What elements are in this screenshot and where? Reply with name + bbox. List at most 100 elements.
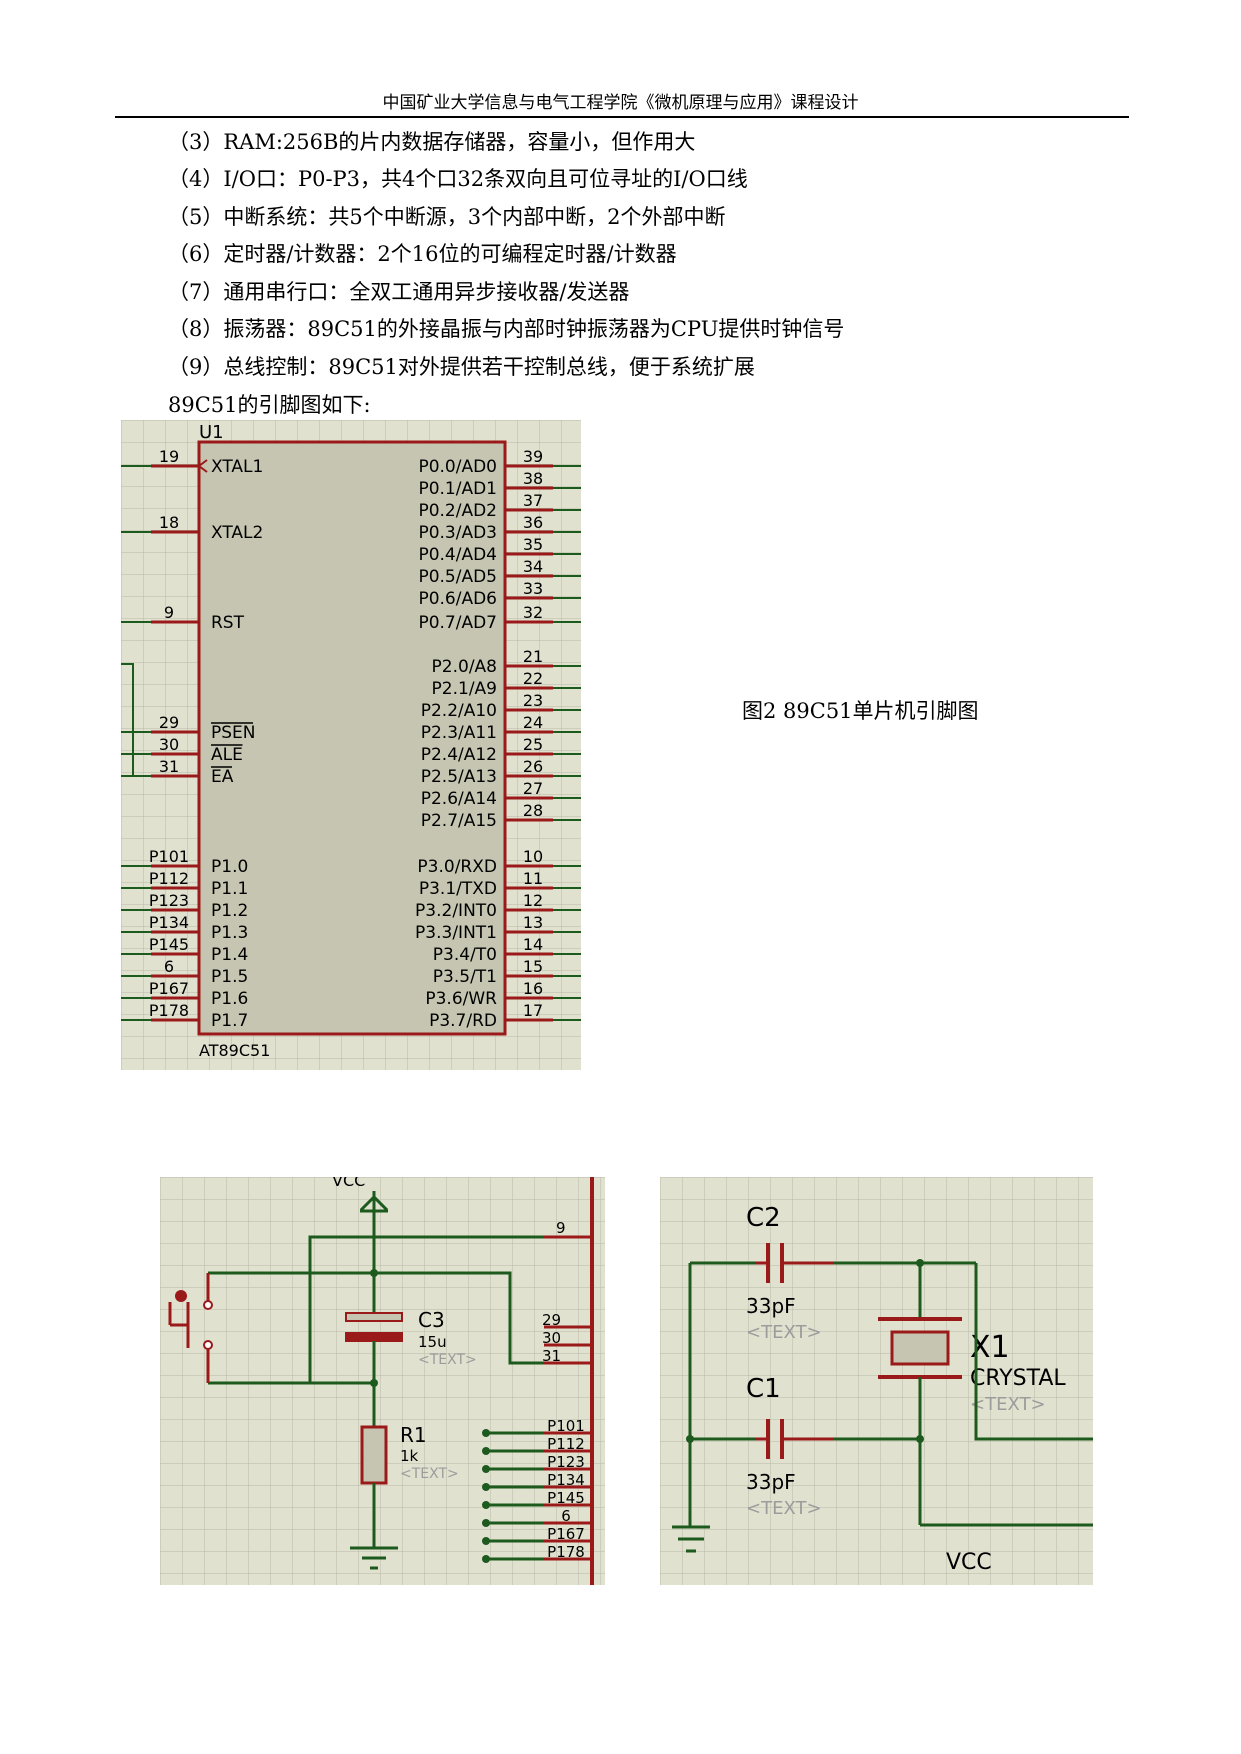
- pin-name: P0.7/AD7: [418, 613, 497, 633]
- pin-number: P134: [149, 913, 189, 932]
- pin-number: 22: [523, 669, 543, 688]
- pin-name: P2.1/A9: [432, 679, 497, 699]
- bus-label: P145: [547, 1489, 585, 1507]
- pin-name: P2.3/A11: [421, 723, 497, 743]
- pin-number: 31: [159, 757, 179, 776]
- pin-number: P178: [149, 1001, 189, 1020]
- chip-ref: U1: [199, 422, 224, 443]
- pin-name: P2.0/A8: [432, 657, 497, 677]
- pin-name: P3.0/RXD: [417, 857, 497, 877]
- pin-name: P3.2/INT0: [415, 901, 497, 921]
- c1-text: <TEXT>: [746, 1498, 822, 1519]
- pin-name: P0.0/AD0: [418, 457, 497, 477]
- pin-number: 17: [523, 1001, 543, 1020]
- crystal-circuit-figure: C2 33pF <TEXT> C1 33pF <TEXT>: [660, 1177, 1093, 1585]
- pin-name: P0.5/AD5: [418, 567, 497, 587]
- pin-name: P3.5/T1: [433, 967, 497, 987]
- pin-number: 35: [523, 535, 543, 554]
- pin-number: 14: [523, 935, 543, 954]
- pin-name: P0.3/AD3: [418, 523, 497, 543]
- pin-name: P2.4/A12: [421, 745, 497, 765]
- reset-circuit-figure: VCC C3 15u <TEXT>: [160, 1177, 605, 1585]
- pin-name: P0.2/AD2: [418, 501, 497, 521]
- pin-number: 16: [523, 979, 543, 998]
- pin-name: P1.7: [211, 1011, 248, 1031]
- list-item: （4）I/O口：P0-P3，共4个口32条双向且可位寻址的I/O口线: [168, 167, 748, 191]
- pin-number: 39: [523, 447, 543, 466]
- pin-number: 26: [523, 757, 543, 776]
- pin-number: 23: [523, 691, 543, 710]
- r1-value: 1k: [400, 1447, 419, 1465]
- ground-icon: [350, 1546, 398, 1570]
- c1-ref: C1: [746, 1374, 781, 1404]
- pin-name: P2.5/A13: [421, 767, 497, 787]
- pin-number: 38: [523, 469, 543, 488]
- pin-number: 32: [523, 603, 543, 622]
- pin-number: 25: [523, 735, 543, 754]
- bus-label: P123: [547, 1453, 585, 1471]
- pin-name: P3.7/RD: [429, 1011, 497, 1031]
- pin-number: 29: [159, 713, 179, 732]
- pin-name: P2.2/A10: [421, 701, 497, 721]
- c3-text: <TEXT>: [418, 1352, 477, 1368]
- pin-number: 10: [523, 847, 543, 866]
- pin-name: P0.6/AD6: [418, 589, 497, 609]
- capacitor-c3-plate: [345, 1332, 403, 1342]
- bus-label: P167: [547, 1525, 585, 1543]
- pin-name: P1.6: [211, 989, 248, 1009]
- pin-name: P2.6/A14: [421, 789, 497, 809]
- pin-number: 9: [164, 603, 174, 622]
- chip-body: [197, 440, 507, 1036]
- pin-number: 6: [164, 957, 174, 976]
- list-item: （9）总线控制：89C51对外提供若干控制总线，便于系统扩展: [168, 355, 755, 379]
- crystal-x1-icon: [890, 1330, 950, 1366]
- pin-number: 30: [159, 735, 179, 754]
- pushbutton-icon: [168, 1271, 374, 1385]
- pin-name: PSEN: [211, 723, 256, 743]
- vcc-label: VCC: [332, 1177, 365, 1190]
- pin-name: P3.6/WR: [425, 989, 497, 1009]
- figure-caption: 图2 89C51单片机引脚图: [742, 699, 979, 723]
- pin-number: P167: [149, 979, 189, 998]
- pin-label: 9: [556, 1219, 566, 1237]
- pin-name: P2.7/A15: [421, 811, 497, 831]
- capacitor-c3-plate: [345, 1312, 403, 1322]
- pin-number: 12: [523, 891, 543, 910]
- r1-ref: R1: [400, 1423, 427, 1447]
- pin-name: P1.5: [211, 967, 248, 987]
- pin-name: RST: [211, 613, 245, 633]
- x1-text: <TEXT>: [970, 1394, 1046, 1415]
- pin-number: 18: [159, 513, 179, 532]
- c3-value: 15u: [418, 1333, 447, 1351]
- pin-number: 24: [523, 713, 543, 732]
- bus-label: 6: [561, 1507, 571, 1525]
- pin-name: EA: [211, 767, 234, 787]
- ground-icon: [672, 1525, 710, 1553]
- crystal-circuit-svg: C2 33pF <TEXT> C1 33pF <TEXT>: [660, 1177, 1093, 1585]
- pin-number: 15: [523, 957, 543, 976]
- pin-name: P1.0: [211, 857, 248, 877]
- pin-name: XTAL1: [211, 457, 263, 477]
- pin-name: P1.2: [211, 901, 248, 921]
- pin-number: P123: [149, 891, 189, 910]
- chip-part: AT89C51: [199, 1041, 270, 1060]
- c2-text: <TEXT>: [746, 1322, 822, 1343]
- c1-value: 33pF: [746, 1470, 796, 1494]
- pin-name: XTAL2: [211, 523, 263, 543]
- bus-label: P178: [547, 1543, 585, 1561]
- bus-label: P112: [547, 1435, 585, 1453]
- pin-number: P145: [149, 935, 189, 954]
- pin-name: P3.1/TXD: [419, 879, 497, 899]
- c3-ref: C3: [418, 1308, 445, 1332]
- pin-label: 30: [542, 1329, 561, 1347]
- pin-name: ALE: [211, 745, 243, 765]
- resistor-r1: [360, 1425, 388, 1485]
- pin-number: 27: [523, 779, 543, 798]
- pin-name: P3.3/INT1: [415, 923, 497, 943]
- list-item: （6）定时器/计数器：2个16位的可编程定时器/计数器: [168, 242, 677, 266]
- pin-name: P1.1: [211, 879, 248, 899]
- pin-number: 19: [159, 447, 179, 466]
- pin-number: 33: [523, 579, 543, 598]
